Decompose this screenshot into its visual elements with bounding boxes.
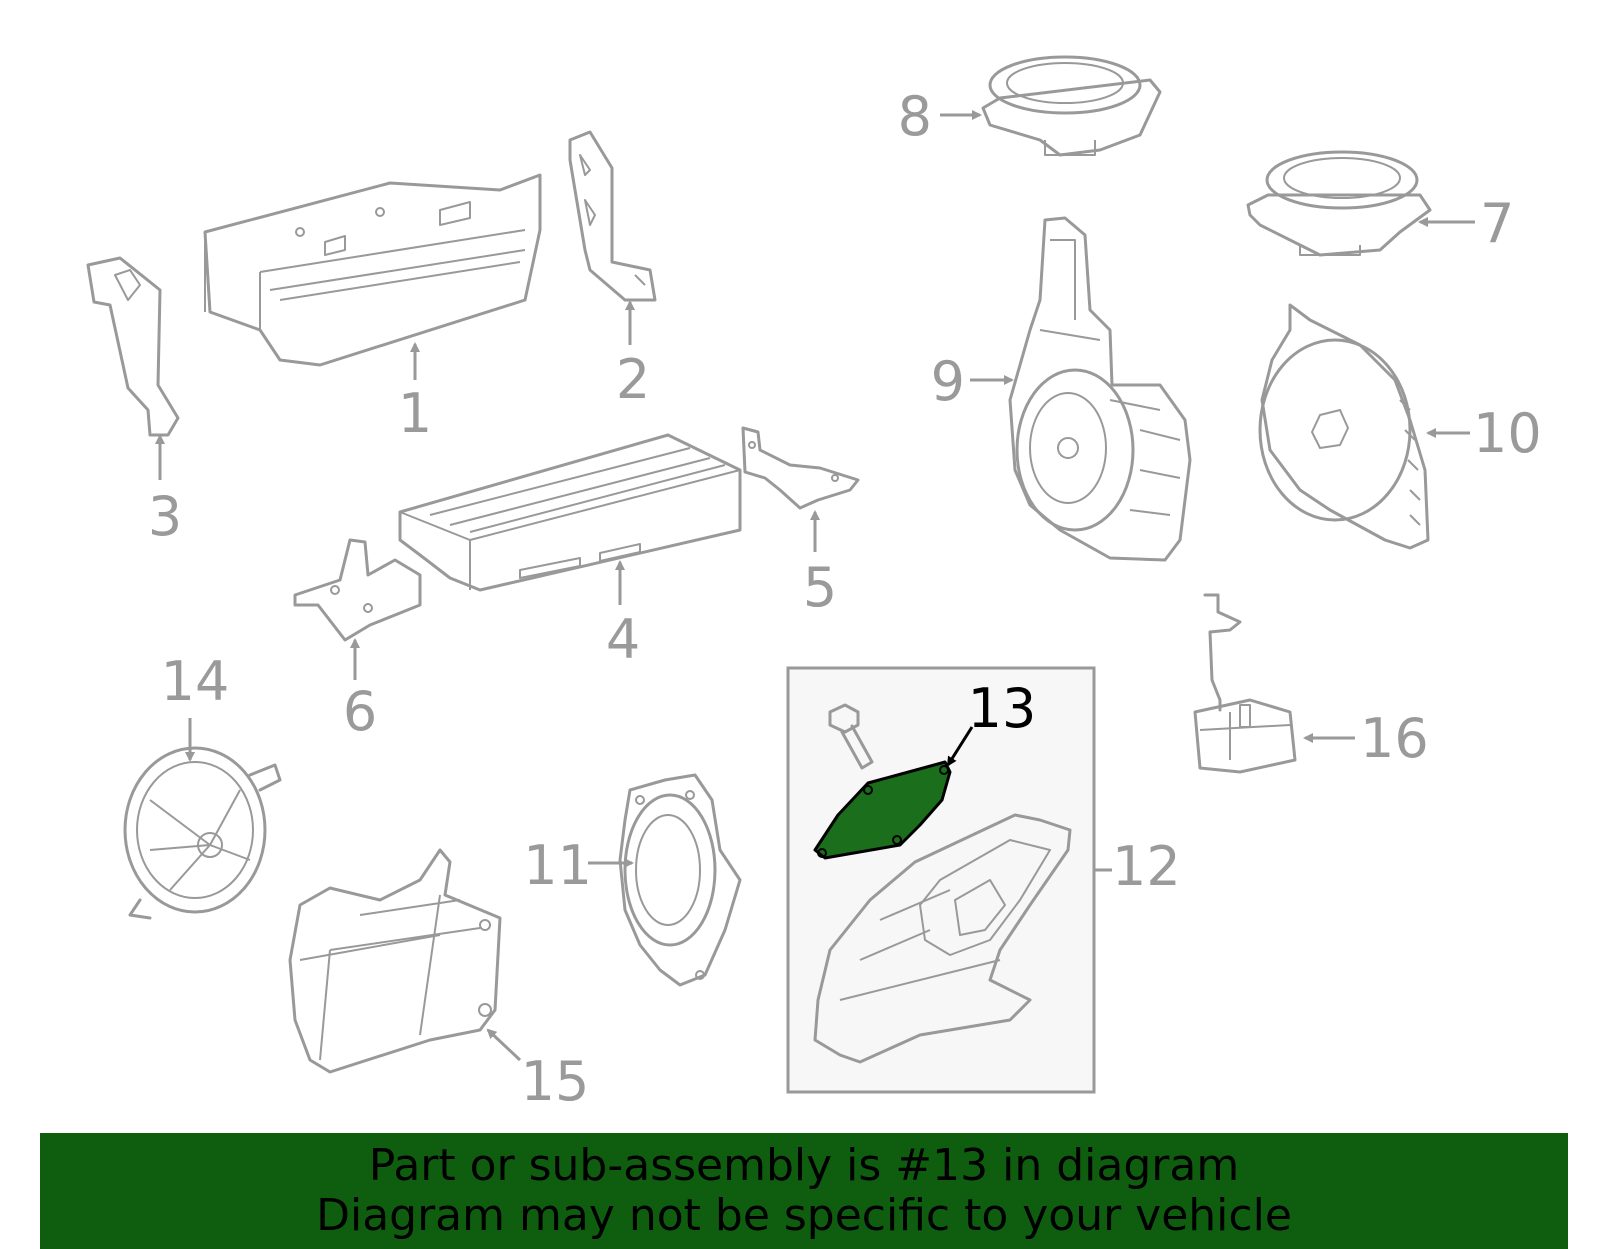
- part-16-sensor: [1193, 593, 1297, 774]
- part-1-head-unit: [203, 173, 542, 367]
- info-banner: Part or sub-assembly is #13 in diagram D…: [40, 1133, 1568, 1249]
- callout-8: 8: [898, 85, 932, 148]
- part-4-amplifier: [398, 433, 742, 592]
- part-15-enclosure: [288, 848, 502, 1074]
- part-11-speaker: [618, 773, 742, 987]
- callout-16: 16: [1360, 707, 1429, 770]
- part-13-cover-highlight: [813, 760, 952, 860]
- part-5-bracket: [741, 426, 860, 510]
- banner-line-2: Diagram may not be specific to your vehi…: [316, 1190, 1292, 1241]
- part-14-speaker: [123, 746, 282, 920]
- callout-12: 12: [1112, 835, 1181, 898]
- part-12-group-box: [786, 666, 1096, 1094]
- callout-7: 7: [1480, 192, 1514, 255]
- leader-arrows: [155, 110, 1475, 1062]
- callout-9: 9: [931, 350, 965, 413]
- callout-14: 14: [161, 650, 230, 713]
- arrow-13: [946, 726, 974, 767]
- callout-11: 11: [523, 834, 592, 897]
- callout-4: 4: [606, 608, 640, 671]
- callout-labels: 1 2 3 4 5 6 7 8 9 10 11 12 13 14 15 16: [148, 85, 1542, 1113]
- banner-line-1: Part or sub-assembly is #13 in diagram: [368, 1140, 1240, 1191]
- callout-13: 13: [968, 677, 1037, 740]
- arrow-15: [486, 1028, 522, 1062]
- callout-1: 1: [398, 382, 432, 445]
- callout-15: 15: [521, 1050, 590, 1113]
- callout-3: 3: [148, 485, 182, 548]
- part-3-bracket: [86, 256, 180, 437]
- callout-5: 5: [803, 556, 837, 619]
- part-10-speaker: [1258, 303, 1430, 550]
- callout-6: 6: [343, 680, 377, 743]
- parts-diagram: 1 2 3 4 5 6 7 8 9 10 11 12 13 14 15 16: [86, 55, 1542, 1113]
- part-8-tweeter: [981, 55, 1162, 157]
- part-7-tweeter: [1246, 150, 1432, 257]
- part-6-bracket: [293, 538, 422, 642]
- callout-10: 10: [1473, 402, 1542, 465]
- part-9-speaker: [1008, 216, 1192, 562]
- callout-2: 2: [616, 348, 650, 411]
- part-2-bracket: [568, 130, 657, 302]
